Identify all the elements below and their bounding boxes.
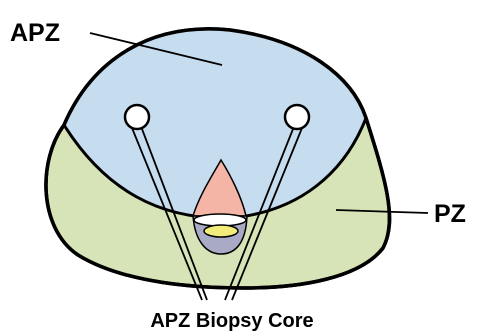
pz-label: PZ: [434, 200, 466, 228]
apz-label: APZ: [10, 19, 60, 47]
urethra-white-band: [194, 214, 246, 226]
biopsy-core-label: APZ Biopsy Core: [150, 310, 313, 332]
urethra-yellow-ellipse: [204, 225, 238, 237]
biopsy-core-left: [125, 105, 149, 129]
biopsy-core-right: [285, 105, 309, 129]
